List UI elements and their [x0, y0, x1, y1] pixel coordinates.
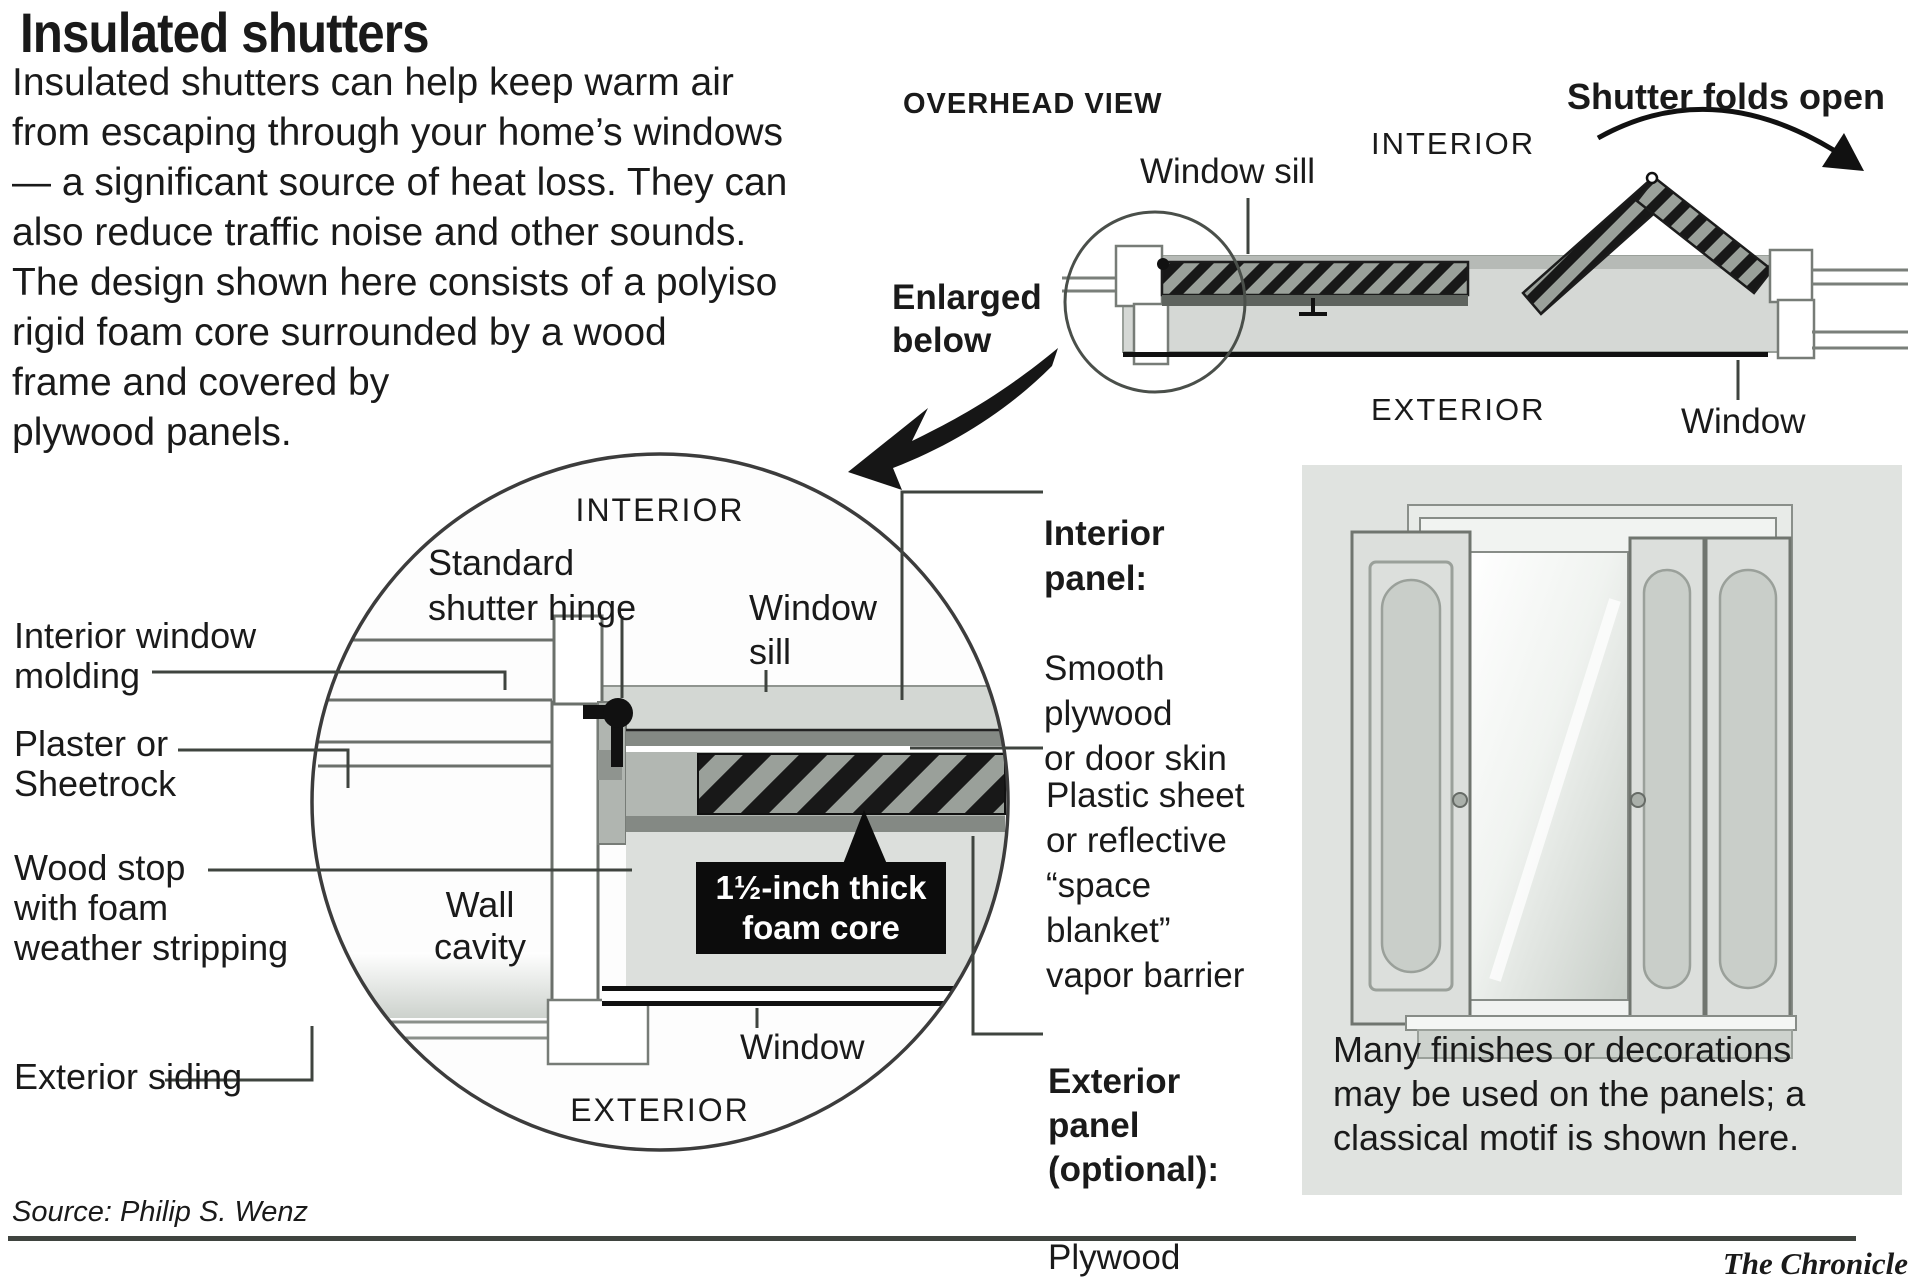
overhead-window-sill-label: Window sill	[1140, 152, 1316, 191]
leader-siding	[165, 1026, 314, 1082]
interior-panel-callout-rest: Smooth plywood or door skin	[1044, 649, 1227, 778]
foam-core-hatch	[697, 753, 1006, 815]
overhead-folded-shutter	[1521, 171, 1781, 316]
detail-exterior-label: EXTERIOR	[570, 1092, 750, 1128]
window-apron	[1417, 1029, 1793, 1059]
plastic-sheet-callout-text: Plastic sheet or reflective “space blank…	[1046, 776, 1245, 995]
footer-rule	[8, 1236, 1856, 1241]
leader-plaster	[178, 748, 350, 788]
wall-cavity-label: Wall cavity	[433, 884, 527, 967]
overhead-exterior-label: EXTERIOR	[1371, 392, 1546, 427]
publication-credit: The Chronicle	[1722, 1246, 1908, 1280]
interior-window-molding-label: Interior window molding	[14, 615, 257, 696]
overhead-view-heading: OVERHEAD VIEW	[903, 88, 1163, 120]
exterior-siding-label: Exterior siding	[14, 1056, 243, 1097]
detail-interior-label: INTERIOR	[575, 492, 745, 528]
classical-shutter-left	[1350, 530, 1472, 1026]
magnifier-circle	[1063, 210, 1247, 394]
leader-exterior-panel	[971, 836, 1043, 1036]
standard-shutter-hinge-label: Standard shutter hinge	[428, 542, 637, 628]
sill-section	[557, 685, 1006, 733]
enlarged-below-label: Enlarged below	[892, 278, 1042, 360]
exterior-panel-callout-bold: Exterior panel (optional):	[1048, 1062, 1220, 1189]
enlargement-arrow	[848, 348, 1058, 490]
interior-panel-callout: Interior panel: Smooth plywood or door s…	[1044, 466, 1227, 826]
shutter-hinge	[583, 698, 633, 767]
overhead-closed-shutter	[1157, 258, 1470, 316]
exterior-panel-callout-rest: Plywood	[1048, 1238, 1181, 1277]
casing-step	[552, 614, 604, 706]
wood-stop-label: Wood stop with foam weather stripping	[14, 847, 289, 968]
overhead-diagram	[848, 106, 1908, 490]
panel-illustration	[1302, 465, 1902, 1195]
page-title: Insulated shutters	[20, 1, 429, 64]
leader-molding	[152, 670, 507, 690]
overhead-interior-label: INTERIOR	[1371, 126, 1536, 161]
detail-window-sill-label: Window sill	[749, 587, 878, 672]
foam-label-box	[696, 862, 946, 954]
shutter-section	[626, 728, 1006, 986]
panel-caption: Many finishes or decorations may be used…	[1333, 1029, 1806, 1158]
plastic-sheet-callout: Plastic sheet or reflective “space blank…	[1046, 728, 1244, 1043]
sill-horn	[546, 998, 650, 1066]
plaster-lines	[318, 740, 552, 768]
detail-circle-outline	[310, 452, 1010, 1152]
overhead-window-label: Window	[1681, 402, 1806, 441]
leader-interior-panel	[900, 490, 1043, 700]
detail-diagram	[152, 452, 1043, 1152]
classical-shutter-right	[1628, 536, 1792, 1022]
detail-window-label: Window	[740, 1028, 865, 1067]
intro-paragraph: Insulated shutters can help keep warm ai…	[12, 61, 788, 454]
exterior-panel-callout: Exterior panel (optional): Plywood	[1048, 1016, 1219, 1280]
plaster-or-sheetrock-label: Plaster or Sheetrock	[14, 723, 177, 804]
detail-leaders	[152, 490, 1043, 1082]
interior-panel-callout-bold: Interior panel:	[1044, 514, 1165, 598]
window-glass-line	[602, 986, 954, 1006]
foam-core-callout: 1½-inch thick foam core	[715, 869, 927, 946]
fold-arc-arrow	[1596, 106, 1864, 171]
source-credit: Source: Philip S. Wenz	[12, 1196, 309, 1228]
shutter-folds-open-label: Shutter folds open	[1567, 76, 1885, 117]
